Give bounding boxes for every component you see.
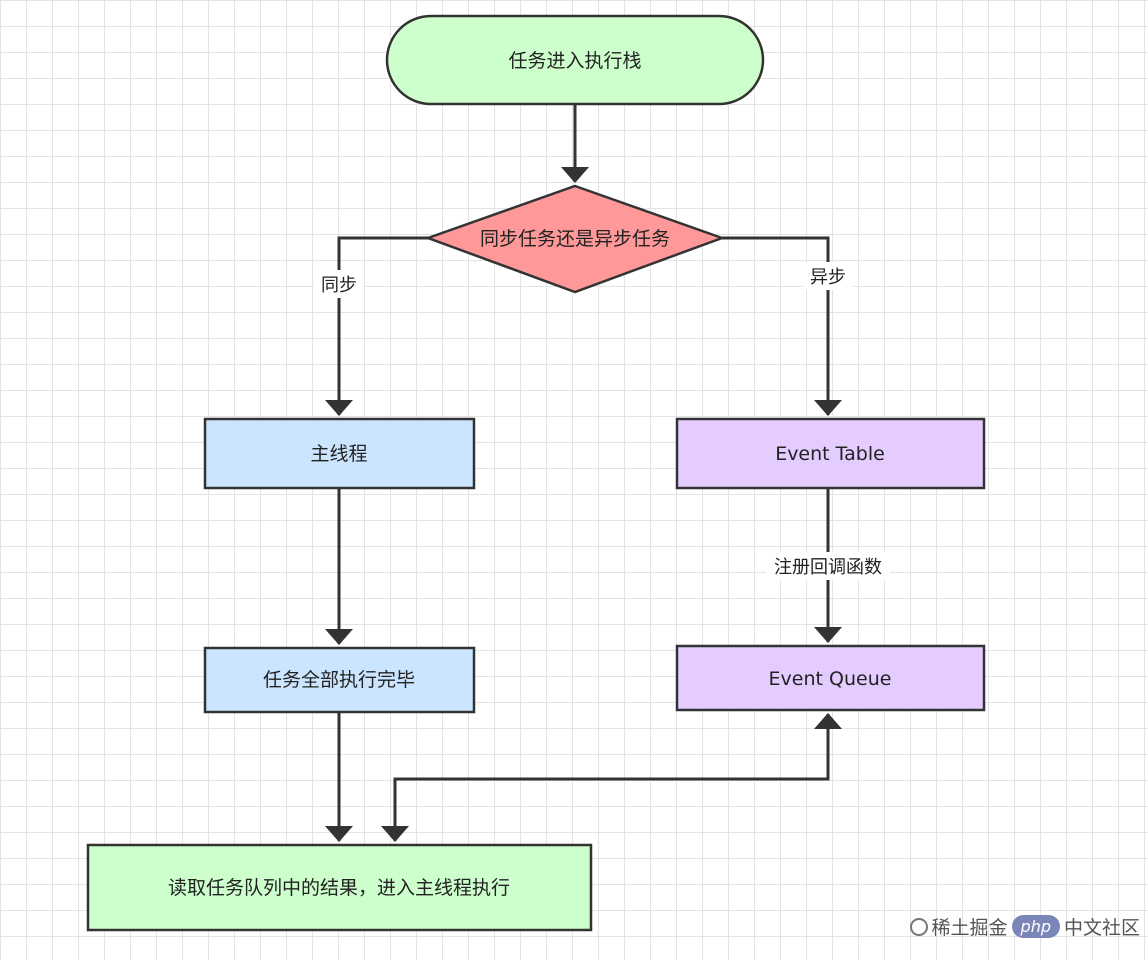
node-event-queue: Event Queue [675,644,986,712]
node-event-table: Event Table [675,417,986,490]
node-event-table-shape [675,417,986,490]
edge-label-sync: 同步 [321,275,357,296]
node-event-queue-label: Event Queue [769,668,892,690]
edge-decision-to-event-table [722,236,842,416]
node-event-table-label: Event Table [775,443,885,465]
watermark-text-right: 中文社区 [1063,917,1140,939]
node-read-queue-label: 读取任务队列中的结果，进入主线程执行 [168,877,510,899]
juejin-logo-icon [909,917,928,936]
node-event-queue-shape [675,644,986,712]
edge-labels: 同步 异步 注册回调函数 [314,262,890,580]
node-decision: 同步任务还是异步任务 [424,184,726,294]
edge-label-async: 异步 [810,267,846,288]
node-decision-shape [424,184,726,294]
node-start-label: 任务进入执行栈 [508,50,641,72]
node-all-done-shape [203,646,476,714]
watermark-text-left: 稀土掘金 [931,917,1008,939]
watermark: 稀土掘金 php 中文社区 [909,913,1140,940]
node-main-thread: 主线程 [203,417,476,490]
node-read-queue: 读取任务队列中的结果，进入主线程执行 [86,843,593,932]
php-badge: php [1011,915,1060,938]
node-all-done: 任务全部执行完毕 [203,646,476,714]
node-main-thread-label: 主线程 [310,443,367,465]
node-main-thread-shape [203,417,476,490]
node-decision-label: 同步任务还是异步任务 [480,228,670,250]
node-read-queue-shape [86,843,593,932]
edge-label-register-callback: 注册回调函数 [774,557,882,578]
node-start: 任务进入执行栈 [385,14,765,106]
node-all-done-label: 任务全部执行完毕 [263,669,415,691]
edge-event-queue-to-read-queue [381,745,830,842]
edge-decision-to-main-thread [325,236,428,416]
node-start-shape [385,14,765,106]
